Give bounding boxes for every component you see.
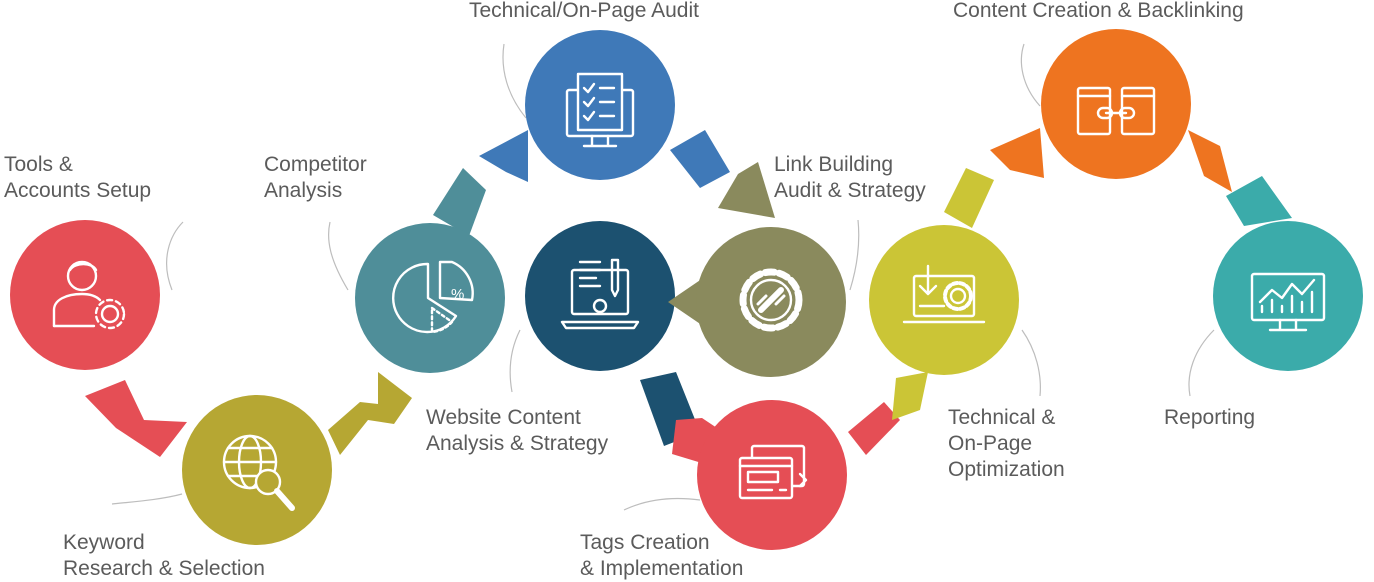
pointer-tools	[166, 221, 184, 291]
label-tags: Tags Creation & Implementation	[580, 530, 743, 582]
pointer-arrows	[111, 43, 1215, 511]
pointer-keyword	[111, 493, 183, 505]
label-line: Analysis & Strategy	[426, 432, 609, 455]
monitor-chart-icon	[1250, 272, 1326, 332]
label-line: Link Building	[774, 153, 894, 176]
pointer-tags	[623, 497, 701, 511]
label-line: Tools &	[4, 153, 73, 176]
pointer-audit	[502, 43, 527, 119]
label-reporting: Reporting	[1164, 405, 1255, 431]
label-line: Tags Creation	[580, 531, 710, 554]
arrow-tools-to-keyword	[85, 380, 187, 457]
label-line: Optimization	[948, 458, 1065, 481]
checklist-monitor-icon	[565, 72, 635, 148]
pointer-competitor	[327, 221, 349, 291]
node-circle	[525, 221, 675, 371]
svg-text:%: %	[451, 286, 464, 303]
label-tools: Tools & Accounts Setup	[4, 152, 151, 204]
arrow-tags-to-optimization-head	[892, 372, 928, 420]
label-line: Keyword	[63, 531, 145, 554]
label-audit: Technical/On-Page Audit	[469, 0, 699, 24]
laptop-download-gear-icon	[902, 264, 986, 324]
node-circle	[182, 395, 332, 545]
label-line: Technical &	[948, 406, 1056, 429]
node-tools	[10, 220, 160, 370]
pointer-content	[509, 329, 521, 393]
arrow-backlinking-to-reporting	[1188, 130, 1232, 192]
label-optimization: Technical & On-Page Optimization	[948, 405, 1065, 483]
node-circle	[1213, 221, 1363, 371]
label-line: Research & Selection	[63, 557, 265, 580]
node-circle	[1041, 29, 1191, 179]
connectors	[85, 128, 1292, 464]
node-optimization	[869, 225, 1019, 375]
linked-windows-icon	[1076, 86, 1156, 136]
node-keyword	[182, 395, 332, 545]
label-line: Technical/On-Page Audit	[469, 0, 699, 22]
pointer-reporting	[1188, 329, 1215, 397]
arrow-audit-to-linkbuild	[670, 130, 730, 188]
node-tags	[697, 400, 847, 550]
pointer-optimization	[1021, 329, 1041, 397]
arrow-keyword-to-competitor	[328, 372, 412, 455]
arrow-competitor-to-audit	[433, 168, 486, 236]
label-line: Accounts Setup	[4, 179, 152, 202]
node-competitor: %	[355, 223, 505, 373]
globe-search-icon	[222, 434, 295, 511]
pointer-backlinking	[1020, 43, 1041, 107]
label-competitor: Competitor Analysis	[264, 152, 367, 204]
node-reporting	[1213, 221, 1363, 371]
node-backlinking	[1041, 29, 1191, 179]
label-line: Audit & Strategy	[774, 179, 926, 202]
label-line: On-Page	[948, 432, 1033, 455]
node-linkbuild	[668, 227, 846, 377]
browser-code-icon	[738, 444, 808, 500]
label-line: Website Content	[426, 406, 581, 429]
arrow-backlinking-to-reporting-head	[1226, 176, 1292, 226]
label-backlinking: Content Creation & Backlinking	[953, 0, 1244, 24]
label-line: & Implementation	[580, 557, 744, 580]
label-line: Reporting	[1164, 406, 1256, 429]
pointer-linkbuild	[849, 219, 860, 291]
arrow-audit-to-linkbuild-head	[718, 162, 775, 218]
label-keyword: Keyword Research & Selection	[63, 530, 265, 582]
laptop-design-icon	[560, 258, 640, 330]
gear-link-icon	[739, 268, 803, 332]
label-linkbuild: Link Building Audit & Strategy	[774, 152, 926, 204]
node-content	[525, 221, 675, 371]
arrow-competitor-to-audit-head	[479, 130, 528, 182]
arrow-optimization-to-backlinking	[944, 168, 994, 228]
arrow-optimization-to-backlinking-head	[990, 128, 1044, 178]
arrow-tags-to-optimization	[848, 402, 900, 455]
label-content: Website Content Analysis & Strategy	[426, 405, 608, 457]
node-audit	[525, 30, 675, 180]
label-line: Content Creation & Backlinking	[953, 0, 1244, 22]
pie-chart-percent-icon: %	[392, 260, 474, 334]
label-line: Analysis	[264, 179, 343, 202]
user-gear-icon	[52, 260, 126, 330]
label-line: Competitor	[264, 153, 367, 176]
